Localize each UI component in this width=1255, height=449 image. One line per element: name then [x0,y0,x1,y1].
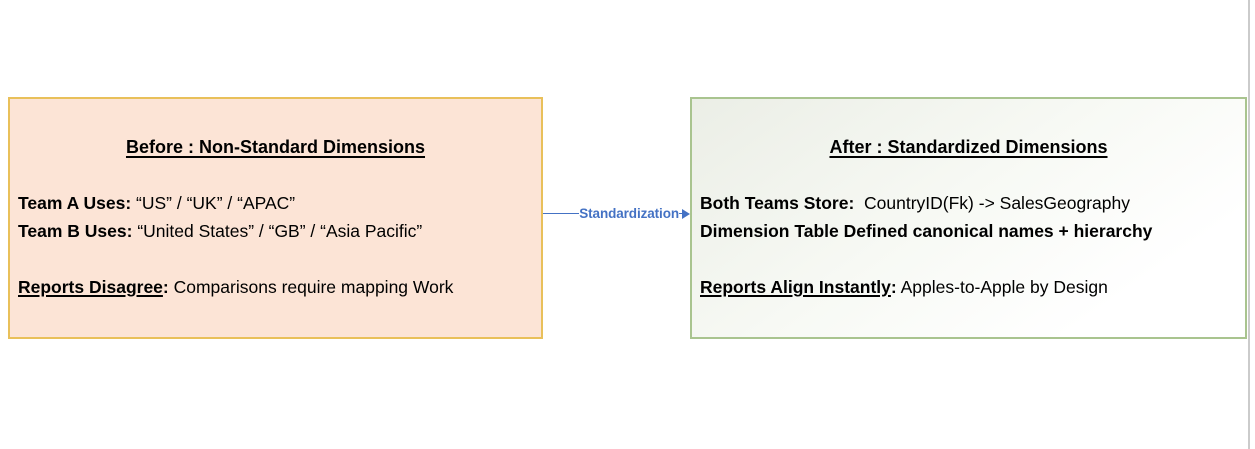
before-panel: Before : Non-Standard Dimensions Team A … [8,97,543,339]
before-panel-body: Team A Uses: “US” / “UK” / “APAC” Team B… [18,189,535,245]
reports-disagree-colon: : [162,277,169,297]
after-line-both-teams-store: Both Teams Store: CountryID(Fk) -> Sales… [700,189,1239,217]
before-line-team-b: Team B Uses: “United States” / “GB” / “A… [18,217,535,245]
connector-line-left [543,212,580,215]
reports-align-colon: : [890,277,897,297]
reports-disagree-label: Reports Disagree [18,277,163,297]
arrow-right-icon [682,208,690,219]
reports-align-label: Reports Align Instantly [700,277,891,297]
team-a-label: Team A Uses: [18,193,132,213]
after-line-dimension-table: Dimension Table Defined canonical names … [700,217,1239,245]
after-panel-body: Both Teams Store: CountryID(Fk) -> Sales… [700,189,1239,245]
connector-line-right [679,212,682,215]
reports-align-text: Apples-to-Apple by Design [896,277,1108,297]
after-panel-title: After : Standardized Dimensions [829,137,1108,157]
before-line-team-a: Team A Uses: “US” / “UK” / “APAC” [18,189,535,217]
both-teams-store-value: CountryID(Fk) -> SalesGeography [854,193,1131,213]
dimension-table-label: Dimension Table Defined canonical names … [700,221,1153,241]
page-edge-line [1248,0,1250,449]
team-a-values: “US” / “UK” / “APAC” [131,193,296,213]
after-footer-reports-align: Reports Align Instantly: Apples-to-Apple… [700,273,1239,301]
reports-disagree-text: Comparisons require mapping Work [168,277,454,297]
both-teams-store-label: Both Teams Store: [700,193,855,213]
team-b-values: “United States” / “GB” / “Asia Pacific” [132,221,423,241]
standardization-connector: Standardization [543,205,690,222]
standardization-label: Standardization [579,206,679,221]
before-panel-title: Before : Non-Standard Dimensions [125,137,426,157]
team-b-label: Team B Uses: [18,221,133,241]
after-panel: After : Standardized Dimensions Both Tea… [690,97,1247,339]
before-footer-reports-disagree: Reports Disagree: Comparisons require ma… [18,273,535,301]
